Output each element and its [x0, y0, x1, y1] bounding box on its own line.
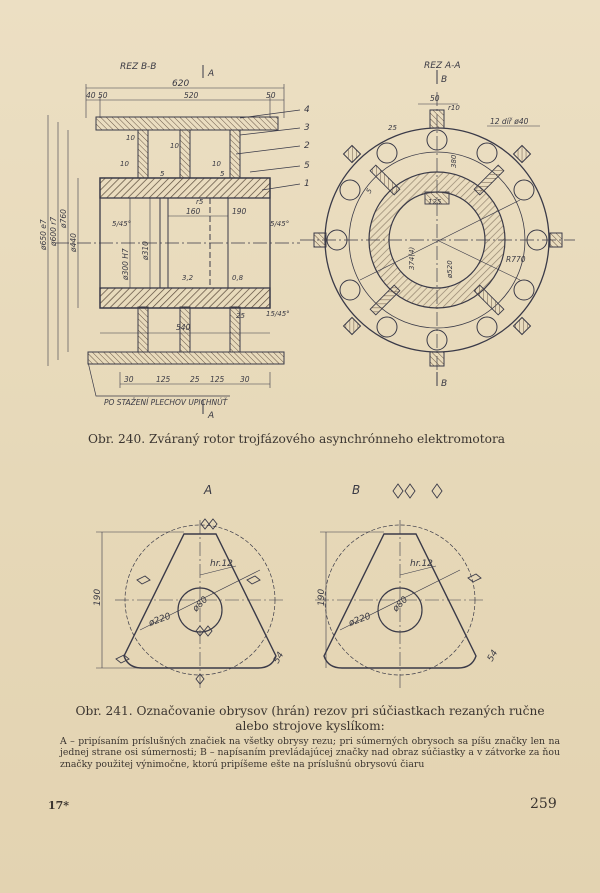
- cut-a-bottom: A: [207, 411, 214, 421]
- figure-240-caption: Obr. 240. Zváraný rotor trojfázového asy…: [88, 432, 506, 446]
- weld-10-d: 10: [212, 160, 221, 168]
- fig241-b-190: 190: [317, 589, 327, 606]
- dia-300: ø300 H7: [121, 248, 130, 281]
- aa-holes: 12 díř ø40: [490, 117, 529, 126]
- weld-10-b: 10: [170, 142, 179, 150]
- fig241-label-b: B: [352, 483, 360, 497]
- r5-label: r5: [196, 198, 204, 206]
- dia-310: ø310: [141, 241, 150, 261]
- fig241-b-hr12: hr.12: [410, 559, 433, 569]
- bot-125: 125: [156, 375, 171, 384]
- figure-241-caption-label: Obr. 241.: [75, 704, 133, 718]
- cut-a-top: A: [207, 69, 214, 79]
- aa-374: 374(4): [408, 246, 416, 270]
- part-3: 3: [304, 123, 310, 133]
- aa-r770: R770: [506, 255, 526, 264]
- cut-b-top: B: [441, 75, 447, 85]
- dia-760: ø760: [59, 209, 68, 229]
- aa-125: 125: [428, 198, 442, 206]
- signature-mark: 17*: [48, 799, 70, 812]
- fig241-b-54: 54: [486, 648, 501, 663]
- fig241-label-a: A: [203, 483, 212, 497]
- bot-125b: 125: [210, 375, 225, 384]
- dim-40: 40: [86, 91, 96, 100]
- dim-190: 190: [232, 207, 247, 216]
- section-bb-drawing: [47, 65, 301, 414]
- fig241-a-220: ø220: [147, 612, 173, 630]
- rough-25: 25: [236, 312, 245, 320]
- part-2: 2: [304, 141, 310, 151]
- dim-540: 540: [176, 323, 191, 332]
- aa-25: 25: [388, 124, 397, 132]
- fig241-b-80: ø80: [390, 595, 410, 615]
- fig241-a-80: ø80: [190, 595, 210, 615]
- dim-620: 620: [172, 79, 189, 89]
- cut-b-bottom: B: [441, 379, 447, 389]
- note-po-stazeni: PO STAŽENÍ PLECHOV UPICHNÚŤ: [104, 398, 229, 407]
- figure-241-labels: A B 190 hr.12 ø80 ø220 54 190 hr.12 ø80 …: [93, 483, 500, 666]
- dia-650: ø650 e7: [39, 219, 48, 251]
- figure-241-caption-text: Označovanie obrysov (hrán) rezov pri súč…: [136, 704, 545, 734]
- section-aa-drawing: [300, 70, 575, 386]
- aa-r10: r10: [448, 104, 460, 112]
- chamfer-left: 5/45°: [112, 220, 131, 228]
- weld-5-b: 5: [220, 170, 225, 178]
- figure-241-drawings: [96, 483, 485, 690]
- rough-32: 3,2: [182, 274, 194, 282]
- bot-25: 25: [190, 375, 200, 384]
- dia-440: ø440: [69, 233, 78, 253]
- part-1: 1: [304, 179, 310, 189]
- dim-520: 520: [184, 91, 199, 100]
- page-number: 259: [530, 796, 557, 812]
- aa-5-weld: 5: [365, 187, 374, 195]
- dia-600: ø600 r7: [49, 217, 58, 247]
- section-bb-labels: REZ B-B A A 620 40 50 520 50 4 3 2 5 1 1…: [39, 62, 310, 421]
- dim-50: 50: [98, 91, 108, 100]
- fig241-a-190: 190: [93, 589, 103, 606]
- bot-30: 30: [124, 375, 134, 384]
- part-4: 4: [304, 105, 310, 115]
- chamfer-15: 15/45°: [266, 310, 290, 318]
- figure-241-description: A – pripísaním príslušných značiek na vš…: [60, 736, 560, 770]
- figure-241-caption: Obr. 241. Označovanie obrysov (hrán) rez…: [60, 704, 560, 735]
- weld-10-a: 10: [126, 134, 135, 142]
- weld-10-c: 10: [120, 160, 129, 168]
- weld-5-a: 5: [160, 170, 165, 178]
- section-aa-labels: REZ A-A B B 50 r10 12 díř ø40 380 125 37…: [365, 61, 529, 389]
- aa-380: 380: [450, 154, 458, 168]
- section-bb-title: REZ B-B: [120, 62, 156, 72]
- dim-160: 160: [186, 207, 201, 216]
- fig241-a-hr12: hr.12: [210, 559, 233, 569]
- chamfer-right: 5/45°: [270, 220, 289, 228]
- rough-08: 0,8: [232, 274, 244, 282]
- section-aa-title: REZ A-A: [424, 61, 461, 71]
- aa-dim-50: 50: [430, 94, 440, 103]
- fig241-b-220: ø220: [347, 612, 373, 630]
- part-5: 5: [304, 161, 310, 171]
- dim-50b: 50: [266, 91, 276, 100]
- aa-520: ø520: [446, 260, 454, 279]
- bot-30b: 30: [240, 375, 250, 384]
